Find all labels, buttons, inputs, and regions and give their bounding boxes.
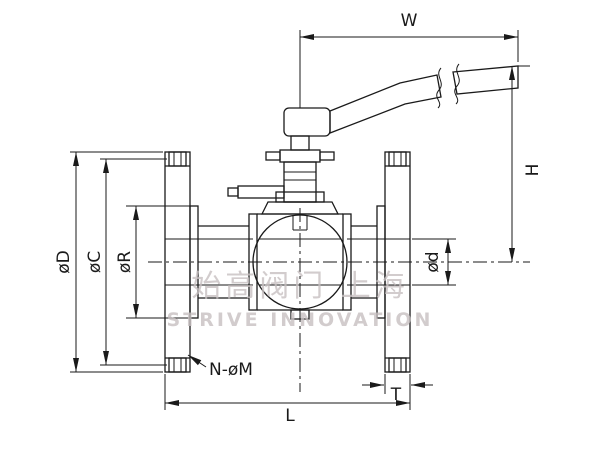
dimension-outer-diameter: øD [54, 151, 163, 373]
dimension-flange-thickness: T [362, 374, 433, 405]
dimension-label-outer-diameter: øD [54, 250, 74, 274]
dimension-label-h: H [523, 164, 543, 177]
stopper-bolt [227, 187, 239, 197]
dimension-label-w: W [401, 11, 418, 31]
dimension-bolt-circle: øC [85, 158, 167, 366]
gland-bolt-left [265, 151, 281, 161]
left-flange [164, 151, 199, 373]
valve-body [165, 213, 410, 320]
dimension-length: L [164, 374, 411, 426]
dimension-label-bolt-circle: øC [85, 251, 105, 273]
dimension-w: W [299, 11, 519, 108]
gland-flange [279, 149, 321, 163]
right-flange [376, 151, 411, 373]
dimension-bore: ød [412, 238, 456, 286]
dimension-label-flange-thickness: T [390, 385, 402, 405]
break-line-1 [436, 67, 442, 109]
dimension-label-bore: ød [423, 251, 443, 272]
callout-label-bolt-holes: N-øM [209, 360, 253, 380]
callout-bolt-holes: N-øM [187, 354, 253, 380]
drain-plug [290, 309, 310, 320]
body-joint-flange-right [342, 213, 352, 311]
stem-assembly [227, 135, 340, 215]
dimension-h: H [509, 65, 543, 262]
handle [283, 63, 519, 137]
break-line-2 [454, 63, 460, 105]
watermark-english-text: STRIVE INNOVATION [167, 309, 434, 331]
dimension-label-raised-face: øR [115, 251, 135, 273]
ball [252, 214, 348, 310]
dimension-label-length: L [285, 406, 295, 426]
watermark: 始高阀门 上海 STRIVE INNOVATION [167, 269, 434, 331]
gland-bolt-right [319, 151, 335, 161]
dimension-raised-face: øR [115, 205, 190, 319]
stem [290, 135, 310, 151]
handle-head [283, 107, 331, 137]
body-joint-flange-left [248, 213, 258, 311]
watermark-chinese-text: 始高阀门 上海 [191, 269, 409, 304]
